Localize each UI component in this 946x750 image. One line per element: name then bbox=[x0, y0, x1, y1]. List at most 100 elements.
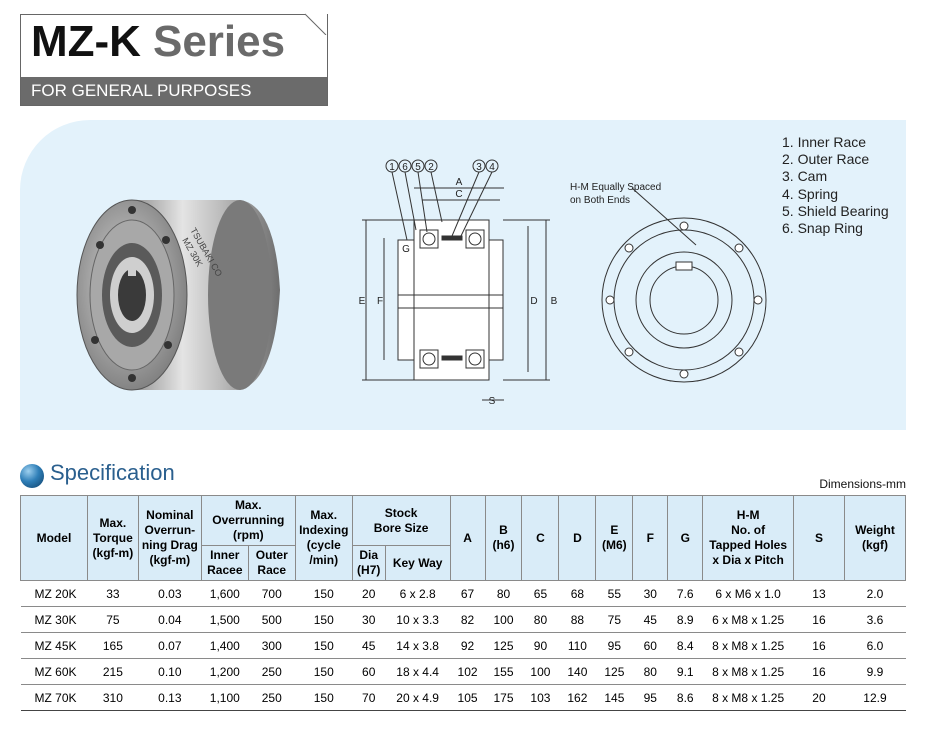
cell: 60 bbox=[352, 658, 386, 685]
cell: 310 bbox=[87, 684, 139, 711]
cell: MZ 45K bbox=[20, 632, 88, 659]
cell: 88 bbox=[558, 606, 596, 633]
dim-label-d: D bbox=[530, 296, 537, 307]
cell: 12.9 bbox=[844, 684, 906, 711]
cell: 18 x 4.4 bbox=[385, 658, 451, 685]
spec-title: Specification bbox=[50, 460, 175, 485]
cell: 0.04 bbox=[138, 606, 202, 633]
cell: 0.10 bbox=[138, 658, 202, 685]
cell: 60 bbox=[632, 632, 668, 659]
cell: 8 x M8 x 1.25 bbox=[702, 632, 794, 659]
callout-4: 4 bbox=[489, 162, 495, 173]
cell: 145 bbox=[595, 684, 633, 711]
cell: 125 bbox=[485, 632, 522, 659]
col-indexing: Max.Indexing(cycle/min) bbox=[294, 495, 353, 581]
cell: 100 bbox=[521, 658, 559, 685]
col-f: F bbox=[632, 495, 669, 581]
dim-label-a: A bbox=[456, 177, 463, 188]
cell: 9.1 bbox=[667, 658, 703, 685]
cell: 6 x M6 x 1.0 bbox=[702, 580, 794, 607]
product-figure-panel: TSUBAKI CO MZ 30K bbox=[20, 120, 906, 430]
legend-item: 5. Shield Bearing bbox=[782, 202, 889, 219]
cell: 8.6 bbox=[667, 684, 703, 711]
cell: 150 bbox=[295, 580, 353, 607]
cell: 155 bbox=[485, 658, 522, 685]
col-b: B(h6) bbox=[484, 495, 523, 581]
legend-item: 2. Outer Race bbox=[782, 151, 870, 168]
cell: 100 bbox=[485, 606, 522, 633]
cell: 165 bbox=[87, 632, 139, 659]
cell: 8 x M8 x 1.25 bbox=[702, 684, 794, 711]
cell: 8 x M8 x 1.25 bbox=[702, 658, 794, 685]
cell: 16 bbox=[793, 606, 845, 633]
cell: 0.03 bbox=[138, 580, 202, 607]
cell: 80 bbox=[521, 606, 559, 633]
cell: 1,600 bbox=[201, 580, 249, 607]
cell: 150 bbox=[295, 658, 353, 685]
cell: 1,400 bbox=[201, 632, 249, 659]
table-row: MZ 45K 165 0.07 1,400 300 150 45 14 x 3.… bbox=[20, 632, 906, 659]
cell: 140 bbox=[558, 658, 596, 685]
cell: 500 bbox=[248, 606, 296, 633]
dim-label-g: G bbox=[402, 244, 410, 255]
cell: 1,200 bbox=[201, 658, 249, 685]
col-a: A bbox=[449, 495, 486, 581]
cell: 75 bbox=[87, 606, 139, 633]
table-row: MZ 20K 33 0.03 1,600 700 150 20 6 x 2.8 … bbox=[20, 580, 906, 607]
cell: 6 x M8 x 1.25 bbox=[702, 606, 794, 633]
cell: 6 x 2.8 bbox=[385, 580, 451, 607]
col-weight: Weight(kgf) bbox=[843, 495, 907, 581]
cell: 67 bbox=[450, 580, 486, 607]
cell: MZ 70K bbox=[20, 684, 88, 711]
legend-item: 6. Snap Ring bbox=[782, 220, 863, 237]
col-keyway: Key Way bbox=[384, 545, 451, 581]
cell: 80 bbox=[485, 580, 522, 607]
cell: 700 bbox=[248, 580, 296, 607]
cell: 7.6 bbox=[667, 580, 703, 607]
parts-legend: 1. Inner Race 2. Outer Race 3. Cam 4. Sp… bbox=[782, 134, 889, 237]
cell: 68 bbox=[558, 580, 596, 607]
col-s: S bbox=[793, 495, 845, 581]
cell: 45 bbox=[632, 606, 668, 633]
cell: 162 bbox=[558, 684, 596, 711]
technical-drawing: 1 6 5 2 3 4 A C G E F D B S H-M Equally … bbox=[359, 159, 767, 407]
cell: 95 bbox=[595, 632, 633, 659]
cell: 0.07 bbox=[138, 632, 202, 659]
legend-item: 3. Cam bbox=[782, 168, 828, 185]
legend-item: 1. Inner Race bbox=[782, 134, 867, 150]
dim-label-f: F bbox=[377, 296, 383, 307]
cell: 150 bbox=[295, 684, 353, 711]
cell: 14 x 3.8 bbox=[385, 632, 451, 659]
callout-1: 1 bbox=[389, 162, 395, 173]
units-note: Dimensions-mm bbox=[819, 477, 906, 491]
col-d: D bbox=[558, 495, 597, 581]
cell: 90 bbox=[521, 632, 559, 659]
cell: MZ 30K bbox=[20, 606, 88, 633]
cell: MZ 60K bbox=[20, 658, 88, 685]
cell: 70 bbox=[352, 684, 386, 711]
dim-label-b: B bbox=[551, 296, 558, 307]
col-g: G bbox=[667, 495, 704, 581]
cell: 16 bbox=[793, 658, 845, 685]
cell: 10 x 3.3 bbox=[385, 606, 451, 633]
col-dia: Dia(H7) bbox=[351, 545, 386, 581]
cell: 300 bbox=[248, 632, 296, 659]
cell: 1,100 bbox=[201, 684, 249, 711]
dim-label-s: S bbox=[489, 396, 496, 407]
cell: 95 bbox=[632, 684, 668, 711]
cell: 92 bbox=[450, 632, 486, 659]
col-c: C bbox=[521, 495, 560, 581]
callout-5: 5 bbox=[415, 162, 421, 173]
drawing-note-line2: on Both Ends bbox=[570, 195, 630, 206]
cell: 150 bbox=[295, 632, 353, 659]
table-row: MZ 60K 215 0.10 1,200 250 150 60 18 x 4.… bbox=[20, 658, 906, 685]
cell: 250 bbox=[248, 684, 296, 711]
cell: 150 bbox=[295, 606, 353, 633]
cell: 3.6 bbox=[844, 606, 906, 633]
cell: 20 bbox=[793, 684, 845, 711]
